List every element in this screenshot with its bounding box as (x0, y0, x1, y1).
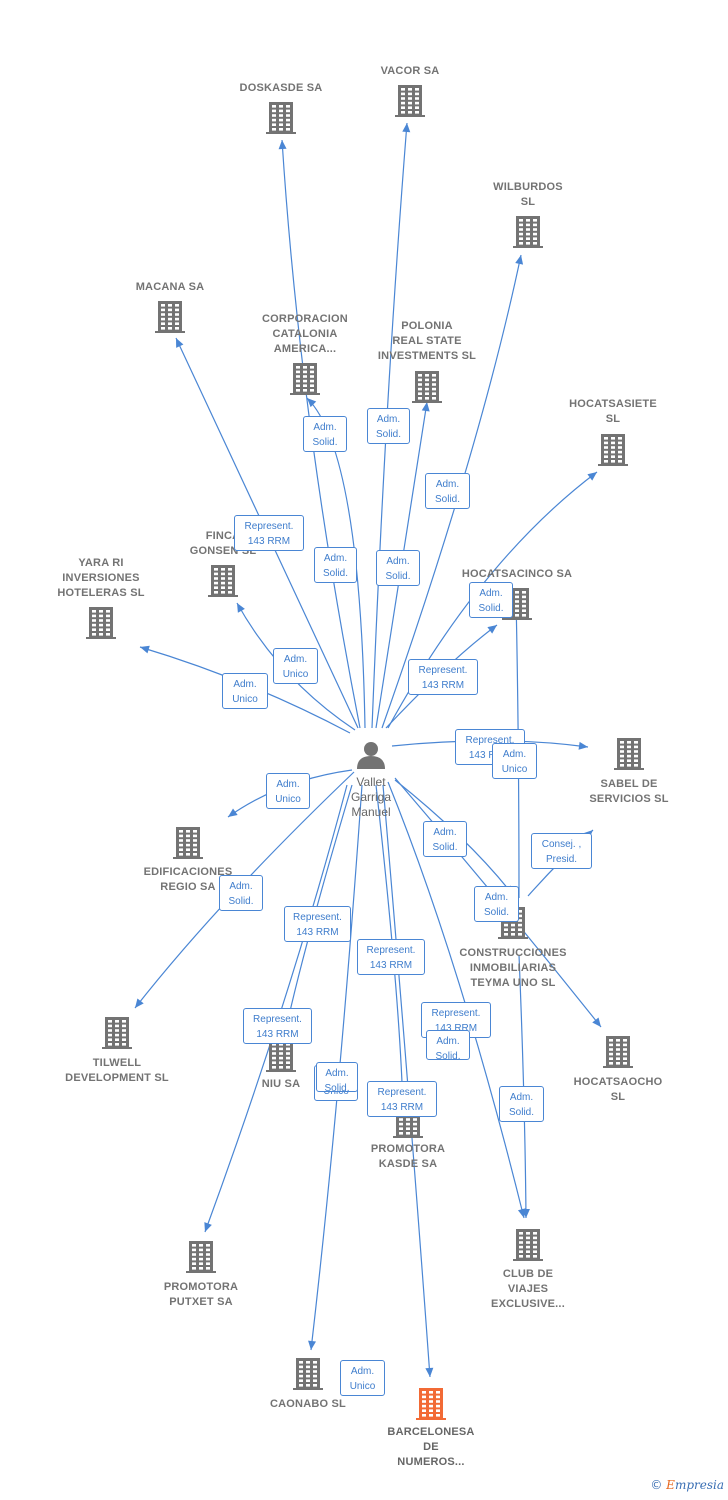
building-icon[interactable] (513, 216, 543, 248)
arrowhead (578, 741, 588, 750)
building-icon[interactable] (603, 1036, 633, 1068)
relation-label[interactable]: Adm. Unico (492, 743, 537, 779)
arrowhead (308, 1340, 317, 1350)
company-label-hocatsaocho[interactable]: HOCATSAOCHO SL (573, 1076, 663, 1103)
company-label-putxet[interactable]: PROMOTORA PUTXET SA (163, 1281, 239, 1308)
relation-edge (387, 781, 525, 1219)
relation-label[interactable]: Adm. Solid. (426, 1030, 470, 1062)
company-label-barcelonesa[interactable]: BARCELONESA DE NUMEROS... (387, 1426, 475, 1468)
company-label-niu[interactable]: NIU SA (261, 1078, 301, 1090)
relation-label[interactable]: Adm. Unico (222, 673, 268, 709)
relation-label[interactable]: Adm. Solid. (367, 408, 410, 444)
company-label-wilburdos[interactable]: WILBURDOS SL (493, 181, 563, 208)
brand-initial: E (666, 1478, 675, 1492)
building-icon[interactable] (266, 1040, 296, 1072)
building-icon[interactable] (86, 607, 116, 639)
building-icon[interactable] (513, 1229, 543, 1261)
relation-edge (204, 784, 348, 1233)
arrowhead (402, 123, 411, 133)
building-icon[interactable] (186, 1241, 216, 1273)
relation-label[interactable]: Represent. 143 RRM (243, 1008, 312, 1044)
relation-label[interactable]: Adm. Solid. (303, 416, 347, 452)
arrowhead (237, 603, 245, 613)
building-icon[interactable] (293, 1358, 323, 1390)
relation-label[interactable]: Represent. 143 RRM (284, 906, 351, 942)
relation-label[interactable]: Represent. 143 RRM (234, 515, 304, 551)
company-label-clubdeviajes[interactable]: CLUB DE VIAJES EXCLUSIVE... (491, 1268, 565, 1310)
relation-label[interactable]: Adm. Solid. (474, 886, 519, 922)
company-label-doskasde[interactable]: DOSKASDE SA (239, 82, 323, 94)
company-label-caonabo[interactable]: CAONABO SL (270, 1398, 346, 1410)
arrowhead (140, 645, 150, 654)
relation-label[interactable]: Adm. Unico (266, 773, 310, 809)
company-label-yara[interactable]: YARA RI INVERSIONES HOTELERAS SL (57, 557, 145, 599)
arrowhead (592, 1017, 601, 1027)
arrowhead (278, 140, 287, 150)
arrowhead (515, 255, 524, 265)
arrowhead (487, 625, 497, 634)
building-icon[interactable] (102, 1017, 132, 1049)
building-icon[interactable] (266, 102, 296, 134)
arrowhead (176, 338, 184, 348)
footer-brand[interactable]: © Empresia (650, 1478, 724, 1492)
arrowhead (587, 472, 597, 481)
company-label-hocatsasiete[interactable]: HOCATSASIETE SL (569, 398, 657, 425)
company-label-macana[interactable]: MACANA SA (135, 281, 205, 293)
building-icon[interactable] (598, 434, 628, 466)
building-icon[interactable] (208, 565, 238, 597)
relation-edge (381, 254, 522, 729)
building-icon[interactable] (412, 371, 442, 403)
building-icon[interactable] (614, 738, 644, 770)
relation-label[interactable]: Adm. Solid. (376, 550, 420, 586)
company-label-corporacion[interactable]: CORPORACION CATALONIA AMERICA... (262, 313, 348, 355)
company-label-promotorakasde[interactable]: PROMOTORA KASDE SA (370, 1143, 446, 1170)
relation-label[interactable]: Consej. , Presid. (531, 833, 592, 869)
building-icon[interactable] (395, 85, 425, 117)
arrowhead (421, 402, 430, 412)
building-icon[interactable] (155, 301, 185, 333)
person-icon[interactable] (357, 742, 385, 769)
company-label-vacor[interactable]: VACOR SA (380, 65, 440, 77)
relation-label[interactable]: Adm. Solid. (314, 547, 357, 583)
relation-label[interactable]: Adm. Solid. (316, 1062, 358, 1094)
arrowhead (204, 1222, 212, 1232)
company-label-sabel[interactable]: SABEL DE SERVICIOS SL (589, 778, 669, 805)
building-icon[interactable] (173, 827, 203, 859)
arrowhead (521, 1208, 530, 1218)
arrowhead (135, 998, 144, 1008)
company-label-polonia[interactable]: POLONIA REAL STATE INVESTMENTS SL (377, 320, 477, 362)
relation-label[interactable]: Adm. Solid. (219, 875, 263, 911)
arrowhead (307, 398, 317, 408)
company-label-hocatsacinco[interactable]: HOCATSACINCO SA (461, 568, 573, 580)
building-icon[interactable] (416, 1388, 446, 1420)
brand-name: mpresia (674, 1478, 724, 1492)
relation-label[interactable]: Represent. 143 RRM (357, 939, 425, 975)
relation-label[interactable]: Adm. Solid. (423, 821, 467, 857)
arrowhead (425, 1367, 434, 1377)
building-icon[interactable] (290, 363, 320, 395)
relation-label[interactable]: Represent. 143 RRM (367, 1081, 437, 1117)
relation-label[interactable]: Represent. 143 RRM (408, 659, 478, 695)
copyright-symbol: © (650, 1478, 663, 1492)
relation-label[interactable]: Adm. Solid. (425, 473, 470, 509)
relation-edge (375, 401, 428, 729)
relation-label[interactable]: Adm. Unico (340, 1360, 385, 1396)
relation-label[interactable]: Adm. Solid. (499, 1086, 544, 1122)
company-label-tilwell[interactable]: TILWELL DEVELOPMENT SL (65, 1057, 169, 1084)
relation-label[interactable]: Adm. Solid. (469, 582, 513, 618)
person-name[interactable]: Vallet Garriga Manuel (350, 775, 391, 819)
relation-edge (306, 397, 366, 729)
company-label-edificaciones[interactable]: EDIFICACIONES REGIO SA (143, 866, 233, 893)
company-label-construcciones[interactable]: CONSTRUCCIONES INMOBILIARIAS TEYMA UNO S… (459, 947, 567, 989)
relation-label[interactable]: Adm. Unico (273, 648, 318, 684)
arrowhead (228, 808, 238, 817)
